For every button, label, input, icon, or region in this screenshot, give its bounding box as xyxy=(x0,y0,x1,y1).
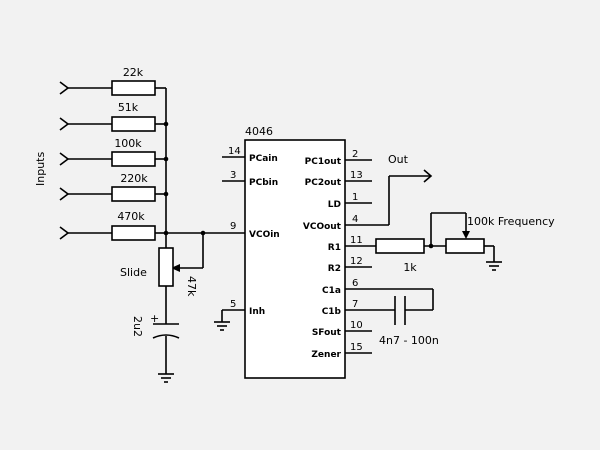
capacitor-plate-curved xyxy=(152,334,180,339)
out-label: Out xyxy=(388,153,409,166)
ic-pin-number: 3 xyxy=(230,170,236,181)
input-branches: 22k 51k 100k 220k 470k xyxy=(59,66,166,241)
inputs-label: Inputs xyxy=(34,152,47,186)
ic-pin-number: 14 xyxy=(228,146,241,157)
ic-pin-label: C1a xyxy=(322,286,341,296)
input-resistor xyxy=(111,151,156,167)
ic-pin-number: 6 xyxy=(352,278,358,289)
capacitor-value: 2u2 xyxy=(131,316,144,337)
r1-value: 1k xyxy=(403,261,417,274)
ic-pin-number: 9 xyxy=(230,221,236,232)
ic-pin-number: 7 xyxy=(352,299,358,310)
input-terminal xyxy=(59,187,70,201)
ic-pin-label: C1b xyxy=(322,307,342,317)
ic-pin-label: VCOin xyxy=(249,230,280,240)
resistor-value: 51k xyxy=(118,101,139,114)
input-terminal xyxy=(59,152,70,166)
output-arrow-icon xyxy=(423,169,433,183)
junction-dot xyxy=(163,156,169,162)
resistor-value: 22k xyxy=(123,66,144,79)
junction-dot xyxy=(163,191,169,197)
resistor-value: 470k xyxy=(117,210,145,223)
ic-pin-label: LD xyxy=(328,200,341,210)
slide-label: Slide xyxy=(120,266,147,279)
ic-pin-number: 10 xyxy=(350,320,363,331)
ground-icon xyxy=(158,373,174,383)
ic-pin-label: SFout xyxy=(312,328,342,338)
ic-pin-label: PC2out xyxy=(305,178,342,188)
ic-name: 4046 xyxy=(245,125,273,138)
ic-pin-number: 5 xyxy=(230,299,236,310)
slide-potentiometer xyxy=(158,247,174,287)
input-resistor xyxy=(111,186,156,202)
pot-wiper-arrow xyxy=(171,264,180,272)
ic-left-pins: 14 3 9 5 PCain PCbin VCOin Inh xyxy=(222,146,280,317)
ic-pin-number: 2 xyxy=(352,149,358,160)
ic-pin-number: 11 xyxy=(350,235,363,246)
ground-icon xyxy=(214,321,230,331)
ic-pin-label: PCain xyxy=(249,154,278,164)
input-terminal xyxy=(59,117,70,131)
input-terminal xyxy=(59,81,70,95)
ic-pin-label: PC1out xyxy=(305,157,342,167)
slide-pot-value: 47k xyxy=(185,276,198,297)
input-resistor xyxy=(111,116,156,132)
ic-pin-label: R1 xyxy=(328,243,341,253)
frequency-potentiometer xyxy=(445,238,485,254)
ic-pin-number: 13 xyxy=(350,170,363,181)
ic-4046-body xyxy=(244,139,346,379)
ic-pin-number: 15 xyxy=(350,342,363,353)
input-resistor xyxy=(111,80,156,96)
ic-right-pins: PC1out PC2out LD VCOout R1 R2 C1a C1b SF… xyxy=(303,149,395,360)
timing-capacitor-value: 4n7 - 100n xyxy=(379,334,439,347)
resistor-value: 220k xyxy=(120,172,148,185)
ic-pin-number: 1 xyxy=(352,192,358,203)
ic-pin-number: 4 xyxy=(352,214,358,225)
junction-dot xyxy=(163,121,169,127)
ground-icon xyxy=(486,261,502,271)
ic-pin-label: PCbin xyxy=(249,178,278,188)
ic-pin-label: VCOout xyxy=(303,222,342,232)
resistor-value: 100k xyxy=(114,137,142,150)
input-resistor xyxy=(111,225,156,241)
ic-pin-label: Inh xyxy=(249,307,265,317)
ic-pin-label: Zener xyxy=(311,350,341,360)
ic-pin-number: 12 xyxy=(350,256,363,267)
r1-resistor xyxy=(375,238,425,254)
pot-wiper-arrow xyxy=(462,231,470,239)
input-terminal xyxy=(59,226,70,240)
ic-pin-label: R2 xyxy=(328,264,341,274)
capacitor-polarity: + xyxy=(150,312,159,325)
frequency-pot-label: 100k Frequency xyxy=(467,215,555,228)
